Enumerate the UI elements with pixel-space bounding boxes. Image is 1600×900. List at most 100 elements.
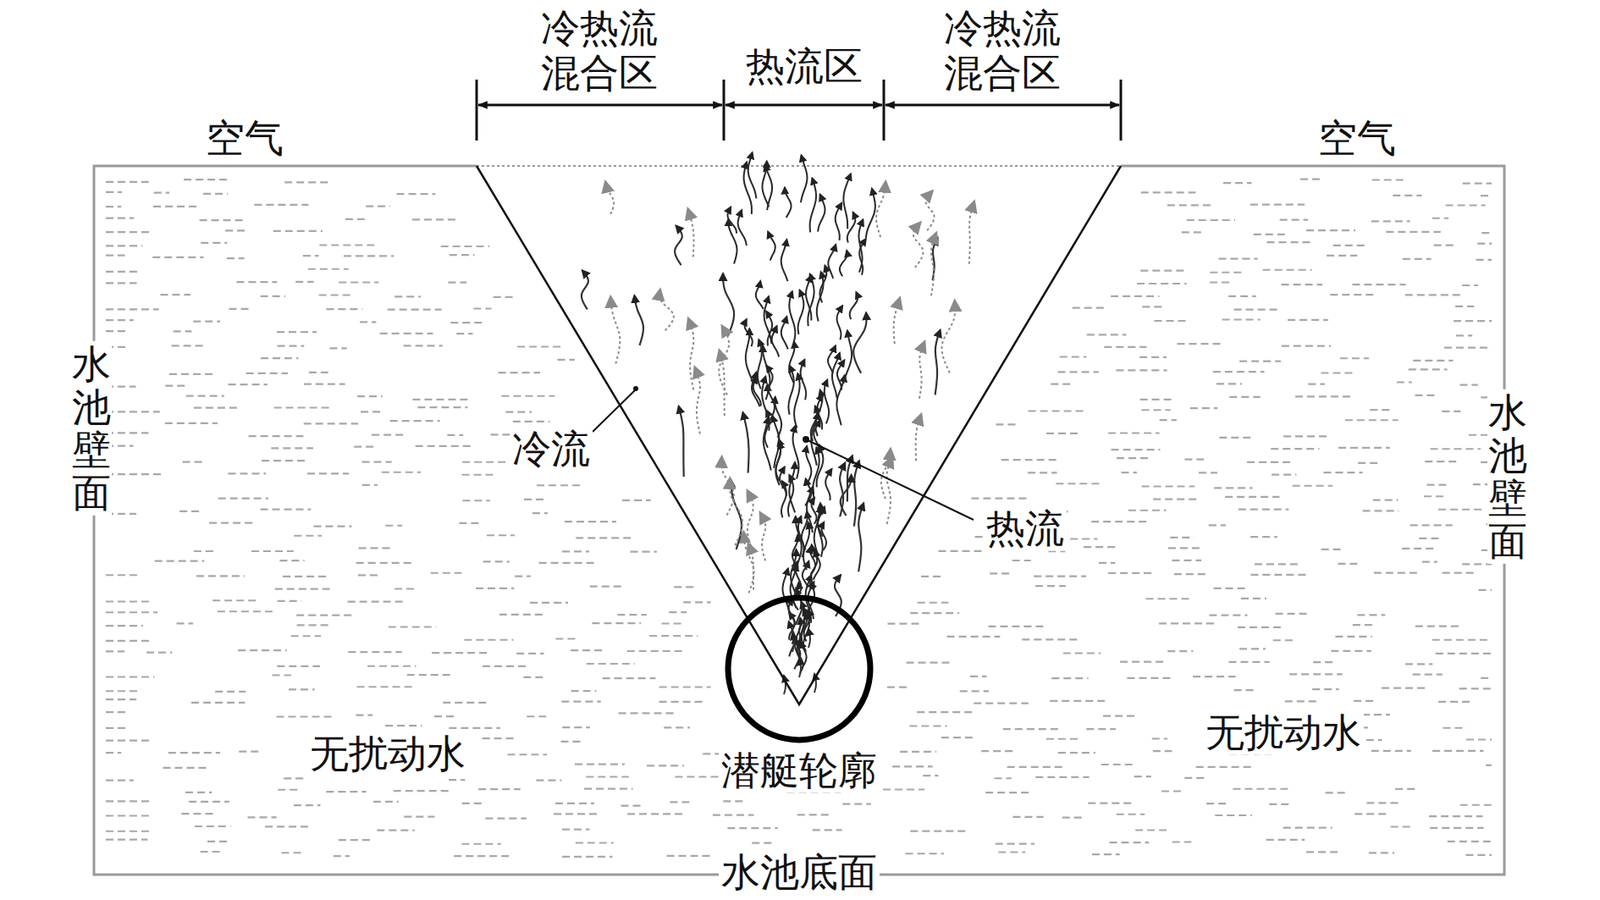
mixing-flow-arrow — [881, 449, 891, 499]
hot-flow-arrow — [753, 376, 762, 406]
hot-flow-arrow — [794, 636, 800, 669]
water-dash — [200, 242, 227, 244]
water-dash — [475, 587, 514, 590]
water-dash — [447, 281, 467, 284]
water-dash — [557, 358, 575, 361]
mixing-flow-arrow — [935, 330, 941, 396]
water-dash — [1412, 359, 1453, 362]
water-dash — [1234, 689, 1255, 691]
water-dash — [200, 850, 222, 853]
water-dash — [909, 724, 947, 727]
water-dash — [1103, 346, 1147, 348]
water-dash — [1213, 370, 1265, 373]
water-dash — [380, 332, 434, 335]
water-dash — [1418, 537, 1440, 540]
water-dash — [1412, 673, 1443, 676]
water-dash — [277, 788, 300, 791]
hot-flow-arrow — [847, 212, 856, 243]
water-dash — [1462, 182, 1492, 185]
water-dash — [1158, 622, 1216, 624]
hot-flow-arrow — [745, 328, 754, 382]
hot-flow-arrow — [811, 497, 817, 525]
hot-flow-arrow — [728, 219, 737, 264]
water-dash — [1087, 801, 1133, 804]
water-dash — [1140, 398, 1175, 401]
hot-flow-arrow — [774, 397, 782, 438]
water-dash — [1438, 700, 1474, 703]
water-dash — [1481, 231, 1492, 234]
water-dash — [887, 622, 922, 624]
water-dash — [562, 726, 590, 729]
hot-flow-arrow — [792, 633, 795, 652]
water-dash — [462, 474, 494, 476]
water-dash — [562, 550, 590, 552]
water-dash — [1239, 647, 1266, 650]
mixing-flow-arrow — [747, 491, 754, 551]
water-dash — [921, 575, 941, 578]
water-dash — [279, 559, 304, 562]
water-dash — [1153, 320, 1190, 322]
water-dash — [1168, 546, 1200, 549]
water-dash — [618, 711, 676, 714]
hot-flow-arrow — [810, 177, 817, 232]
water-dash — [1369, 408, 1391, 411]
water-dash — [248, 435, 304, 437]
water-dash — [179, 510, 201, 513]
hot-flow-arrow — [748, 152, 757, 199]
water-dash — [275, 587, 332, 590]
water-dash — [1453, 320, 1492, 322]
mixing-flow-arrow — [854, 460, 860, 526]
water-dash — [575, 841, 614, 844]
water-dash — [1136, 282, 1187, 285]
water-dash — [319, 293, 353, 296]
callout-label: 冷流 — [509, 426, 593, 472]
hot-flow-arrow — [781, 239, 789, 282]
water-dash — [917, 601, 949, 604]
water-dash — [277, 600, 303, 602]
water-dash — [462, 499, 491, 502]
water-dash — [960, 689, 989, 692]
water-dash — [584, 787, 633, 789]
mixing-flow-arrow — [942, 300, 956, 373]
water-dash — [105, 410, 160, 413]
water-dash — [276, 331, 317, 333]
water-dash — [357, 685, 414, 688]
water-dash — [995, 843, 1035, 845]
water-dash — [1007, 766, 1065, 768]
wall-label: 水池底面 — [718, 849, 880, 895]
water-dash — [1292, 485, 1333, 487]
water-dash — [1086, 333, 1127, 336]
water-dash — [168, 751, 221, 754]
mixing-flow-arrow — [913, 222, 924, 268]
water-dash — [482, 665, 529, 668]
water-dash — [1345, 419, 1399, 421]
water-dash — [1268, 803, 1293, 806]
hot-flow-arrow — [866, 188, 876, 238]
water-dash — [1270, 447, 1319, 450]
water-dash — [970, 675, 988, 678]
water-dash — [461, 843, 501, 845]
water-dash — [325, 308, 363, 310]
water-dash — [194, 825, 232, 828]
medium-label: 无扰动水 — [307, 731, 469, 777]
water-dash — [1396, 380, 1413, 383]
water-dash — [981, 750, 1013, 752]
water-dash — [1224, 496, 1280, 498]
hot-flow-arrow — [764, 165, 773, 211]
water-dash — [1330, 650, 1371, 652]
water-dash — [105, 778, 134, 781]
hot-flow-arrow — [784, 187, 791, 218]
hot-flow-arrow — [805, 275, 812, 321]
hot-flow-arrow — [805, 446, 812, 485]
water-dash — [1222, 318, 1261, 320]
water-dash — [1218, 257, 1258, 260]
mixing-flow-arrow — [839, 463, 845, 518]
water-dash — [1395, 788, 1418, 790]
water-dash — [1167, 204, 1213, 206]
water-dash — [1238, 508, 1290, 511]
water-dash — [1430, 447, 1482, 450]
water-dash — [218, 496, 269, 499]
water-dash — [667, 855, 713, 857]
water-dash — [1213, 587, 1249, 590]
hot-flow-arrow — [767, 231, 776, 261]
